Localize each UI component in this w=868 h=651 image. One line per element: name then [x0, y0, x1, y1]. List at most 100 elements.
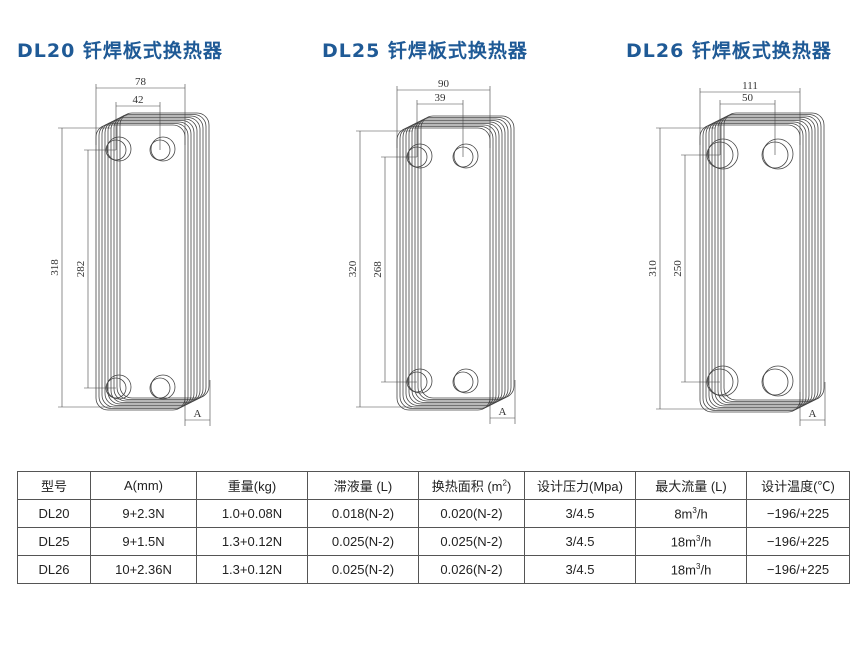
cell-holdup: 0.018(N-2): [307, 499, 419, 528]
flow-unit: /h: [700, 562, 712, 578]
title-dl26: DL26 钎焊板式换热器: [626, 40, 832, 62]
header-area-sup: 2: [502, 478, 507, 488]
flow-unit: /h: [700, 534, 712, 550]
header-flow: 最大流量 (L): [635, 471, 747, 500]
front-plate: [396, 127, 491, 411]
port-icon: [149, 377, 171, 399]
header-model: 型号: [17, 471, 91, 500]
flow-value: 18m: [670, 534, 696, 550]
cell-pressure: 3/4.5: [524, 555, 636, 584]
cell-flow: 8m3/h: [635, 499, 747, 528]
plate-outline: [720, 114, 822, 402]
port-spacing-label: 50: [742, 92, 754, 104]
port-flange: [407, 368, 433, 394]
port-height-label: 282: [75, 261, 87, 278]
port-flange: [106, 374, 132, 400]
cell-a: 9+2.3N: [90, 499, 197, 528]
front-plate: [95, 124, 186, 411]
cell-model: DL25: [17, 527, 91, 556]
plate-outline: [98, 123, 189, 409]
cell-a: 9+1.5N: [90, 527, 197, 556]
plate-outline: [414, 118, 509, 402]
flow-sup: 3: [696, 561, 701, 571]
port-flange: [453, 143, 479, 169]
header-holdup: 滞液量 (L): [307, 471, 419, 500]
plate-outline: [708, 120, 810, 408]
port-height-label: 250: [672, 260, 684, 277]
height-label: 320: [347, 260, 359, 277]
port-flange: [707, 138, 739, 170]
cell-temp: −196/+225: [746, 499, 850, 528]
port-flange: [150, 374, 176, 400]
plate-outline: [702, 123, 804, 411]
table-row: DL25 9+1.5N 1.3+0.12N 0.025(N-2) 0.025(N…: [17, 527, 850, 556]
header-pressure: 设计压力(Mpa): [524, 471, 636, 500]
spec-table: 型号 A(mm) 重量(kg) 滞液量 (L) 换热面积 (m2) 设计压力(M…: [17, 471, 850, 584]
plate-outline: [420, 115, 515, 399]
cell-a: 10+2.36N: [90, 555, 197, 584]
table-row: DL20 9+2.3N 1.0+0.08N 0.018(N-2) 0.020(N…: [17, 499, 850, 528]
header-area-text: 换热面积 (m: [431, 479, 503, 494]
port-flange: [150, 136, 176, 162]
plate-outline: [714, 117, 816, 405]
cell-flow: 18m3/h: [635, 527, 747, 556]
cell-area: 0.026(N-2): [418, 555, 525, 584]
plate-outline: [110, 117, 201, 403]
flow-sup: 3: [696, 533, 701, 543]
port-spacing-label: 39: [435, 92, 447, 104]
cell-holdup: 0.025(N-2): [307, 555, 419, 584]
port-flange: [407, 143, 433, 169]
cell-pressure: 3/4.5: [524, 527, 636, 556]
port-spacing-label: 42: [133, 94, 144, 106]
header-temp: 设计温度(℃): [746, 471, 850, 500]
flow-value: 18m: [670, 562, 696, 578]
plate-outline: [711, 118, 813, 407]
width-label: 111: [742, 80, 758, 92]
plate-outline: [705, 121, 807, 410]
cell-area: 0.020(N-2): [418, 499, 525, 528]
cell-model: DL26: [17, 555, 91, 584]
width-label: 90: [438, 78, 450, 90]
plate-outline: [107, 118, 198, 405]
port-height-label: 268: [372, 261, 384, 278]
plate-outline: [116, 114, 207, 400]
cell-pressure: 3/4.5: [524, 499, 636, 528]
plate-outline: [113, 115, 204, 402]
cell-holdup: 0.025(N-2): [307, 527, 419, 556]
title-dl20: DL20 钎焊板式换热器: [17, 40, 223, 62]
header-a: A(mm): [90, 471, 197, 500]
plate-outline: [399, 126, 494, 409]
cell-temp: −196/+225: [746, 527, 850, 556]
plate-outline: [405, 123, 500, 406]
cell-area: 0.025(N-2): [418, 527, 525, 556]
port-flange: [707, 365, 739, 397]
port-flange: [762, 138, 794, 170]
height-label: 318: [49, 259, 61, 276]
thickness-label: A: [499, 406, 507, 418]
cell-temp: −196/+225: [746, 555, 850, 584]
front-plate: [699, 124, 801, 413]
port-flange: [106, 136, 132, 162]
plate-outline: [417, 117, 512, 400]
plate-outline: [402, 124, 497, 408]
port-icon: [452, 371, 474, 393]
cell-weight: 1.3+0.12N: [196, 555, 308, 584]
plate-outline: [104, 120, 195, 406]
plate-outline: [411, 120, 506, 403]
flow-sup: 3: [692, 505, 697, 515]
thickness-label: A: [809, 408, 817, 420]
table-row: DL26 10+2.36N 1.3+0.12N 0.025(N-2) 0.026…: [17, 555, 850, 584]
cell-weight: 1.0+0.08N: [196, 499, 308, 528]
cell-weight: 1.3+0.12N: [196, 527, 308, 556]
header-area: 换热面积 (m2): [418, 471, 525, 500]
flow-unit: /h: [696, 506, 708, 522]
height-label: 310: [647, 260, 659, 277]
header-weight: 重量(kg): [196, 471, 308, 500]
plate-outline: [717, 115, 819, 404]
title-dl25: DL25 钎焊板式换热器: [322, 40, 528, 62]
port-flange: [453, 368, 479, 394]
plate-outline: [408, 121, 503, 405]
port-flange: [762, 365, 794, 397]
port-icon: [761, 368, 789, 396]
